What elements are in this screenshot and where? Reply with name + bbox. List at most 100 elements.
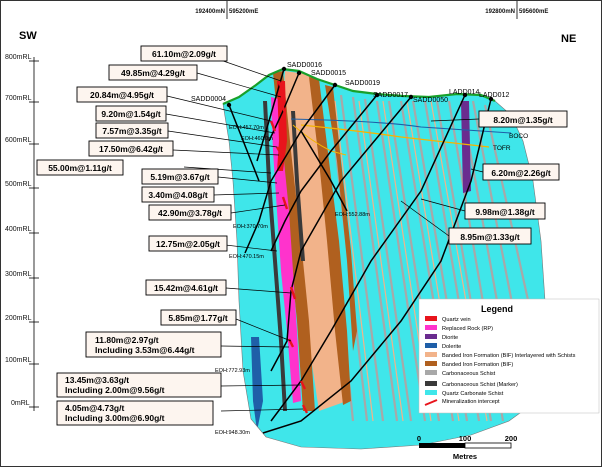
intercept-label: 55.00m@1.11g/t — [48, 163, 112, 173]
intercept-label: 5.85m@1.77g/t — [168, 313, 227, 323]
intercept-label: 5.19m@3.67g/t — [150, 172, 209, 182]
eoh-label: EOH:470.15m — [229, 254, 264, 260]
intercept-label: 49.85m@4.29g/t — [121, 68, 185, 78]
quartz-vein — [277, 81, 287, 171]
eoh-label: EOH:370.70m — [233, 224, 268, 230]
hole-labels: SADD0016 SADD0015 SADD0004 SADD0019 SADD… — [191, 62, 509, 104]
intercept-including: Including 3.53m@6.44g/t — [95, 345, 195, 355]
bif-schist-band — [283, 71, 347, 411]
drill-trace-sadd0017 — [270, 94, 378, 252]
intercept-label: 42.90m@3.78g/t — [158, 208, 222, 218]
rl-tick: 300mRL — [5, 271, 32, 278]
scale-tick: 100 — [459, 434, 472, 443]
boco-label: BOCO — [509, 133, 528, 140]
rl-tick: 100mRL — [5, 357, 32, 364]
hole-label: LADD014 — [449, 89, 479, 96]
drill-trace-branch — [300, 130, 348, 212]
diorite-body — [461, 101, 471, 193]
intercept-label: 9.20m@1.54g/t — [101, 109, 160, 119]
legend: Legend Quartz vein Replaced Rock (RP) Di… — [418, 298, 600, 414]
intercept-label: 9.98m@1.38g/t — [475, 207, 534, 217]
eoh-label: EOH:772.93m — [215, 368, 250, 374]
intercept-label: 4.05m@4.73g/t — [65, 403, 124, 413]
rl-tick: 700mRL — [5, 95, 32, 102]
dolerite-body — [251, 337, 263, 431]
drill-traces — [228, 68, 492, 434]
legend-title: Legend — [481, 304, 513, 314]
legend-label: Diorite — [442, 335, 458, 341]
grid-easting-1: 595200mE — [229, 9, 258, 15]
intercept-label: 12.75m@2.05g/t — [156, 239, 220, 249]
grid-northing-2: 192800mN — [485, 9, 515, 15]
legend-swatch — [425, 343, 437, 348]
grid-top: 192400mN 595200mE 192800mN 595600mE — [195, 1, 548, 19]
intercept-callouts-left: 61.10m@2.09g/t 49.85m@4.29g/t 20.84m@4.9… — [36, 45, 237, 326]
legend-swatch — [425, 370, 437, 375]
rl-tick: 200mRL — [5, 315, 32, 322]
corner-sw: SW — [19, 30, 37, 42]
intercept-label: 61.10m@2.09g/t — [152, 49, 216, 59]
rl-axis: 800mRL 700mRL 600mRL 500mRL 400mRL 300mR… — [5, 54, 39, 411]
rl-tick: 500mRL — [5, 181, 32, 188]
rl-tick: 400mRL — [5, 226, 32, 233]
scale-tick: 200 — [505, 434, 518, 443]
leader-lines — [165, 53, 484, 412]
intercept-callouts-right: 8.20m@1.35g/t 6.20m@2.26g/t 9.98m@1.38g/… — [448, 110, 568, 245]
tofr-structure — [300, 124, 490, 148]
legend-label: Replaced Rock (RP) — [442, 326, 493, 332]
rl-tick: 600mRL — [5, 137, 32, 144]
carbonaceous-marker — [291, 111, 305, 261]
carbonaceous-marker — [263, 101, 287, 411]
intercept-label: 7.57m@3.35g/t — [102, 126, 161, 136]
tofr-label: TOFR — [493, 145, 511, 152]
boco-structure — [290, 118, 512, 134]
scale-unit: Metres — [453, 452, 477, 461]
hole-label: SADD0016 — [287, 62, 322, 69]
intercept-label: 20.84m@4.95g/t — [90, 90, 154, 100]
intercept-label: 11.80m@2.97g/t — [95, 335, 159, 345]
drill-trace-sadd0015 — [268, 72, 300, 142]
eoh-label: EOH:552.88m — [335, 212, 370, 218]
scale-tick: 0 — [417, 434, 421, 443]
hole-label: SADD0015 — [311, 70, 346, 77]
intercept-including: Including 2.00m@9.56g/t — [65, 385, 165, 395]
hole-label: SADD0004 — [191, 96, 226, 103]
legend-swatch — [425, 381, 437, 386]
legend-swatch — [425, 352, 437, 357]
eoh-label: EOH:460.0m — [241, 136, 273, 142]
replaced-rock — [271, 97, 301, 403]
hole-label: SADD0050 — [413, 97, 448, 104]
intercept-label: 8.95m@1.33g/t — [460, 232, 519, 242]
grid-northing-1: 192400mN — [195, 9, 225, 15]
legend-label: Carbonaceous Schist (Marker) — [442, 382, 518, 388]
bif-band — [309, 77, 351, 405]
legend-label: Quartz Carbonate Schist — [442, 391, 504, 397]
hole-label: LADD012 — [479, 92, 509, 99]
mineralization-marks — [269, 80, 309, 414]
legend-label: Banded Iron Formation (BIF) — [442, 362, 513, 368]
legend-label: Banded Iron Formation (BIF) Interlayered… — [442, 353, 576, 359]
drill-trace-sadd0050 — [270, 96, 412, 372]
legend-label: Mineralization intercept — [442, 399, 500, 405]
legend-swatch — [425, 316, 437, 321]
legend-label: Quartz vein — [442, 317, 471, 323]
legend-swatch — [425, 390, 437, 395]
legend-swatch — [424, 399, 438, 406]
legend-swatch — [425, 361, 437, 366]
eoh-label: EOH:948.30m — [215, 430, 250, 436]
intercept-callouts-multi: 11.80m@2.97g/t Including 3.53m@6.44g/t 1… — [56, 331, 222, 426]
intercept-including: Including 3.00m@6.90g/t — [65, 413, 165, 423]
drill-trace-ladd012 — [262, 98, 492, 434]
scale-bar: 0 100 200 Metres — [417, 434, 517, 461]
intercept-label: 15.42m@4.61g/t — [154, 283, 218, 293]
drill-trace-sadd0019 — [244, 84, 336, 254]
corner-ne: NE — [561, 33, 576, 45]
intercept-label: 6.20m@2.26g/t — [491, 168, 550, 178]
drill-trace-sadd0016 — [256, 68, 285, 162]
intercept-label: 8.20m@1.35g/t — [493, 115, 552, 125]
hole-label: SADD0019 — [345, 80, 380, 87]
legend-label: Carbonaceous Schist — [442, 371, 496, 377]
rl-tick: 800mRL — [5, 54, 32, 61]
